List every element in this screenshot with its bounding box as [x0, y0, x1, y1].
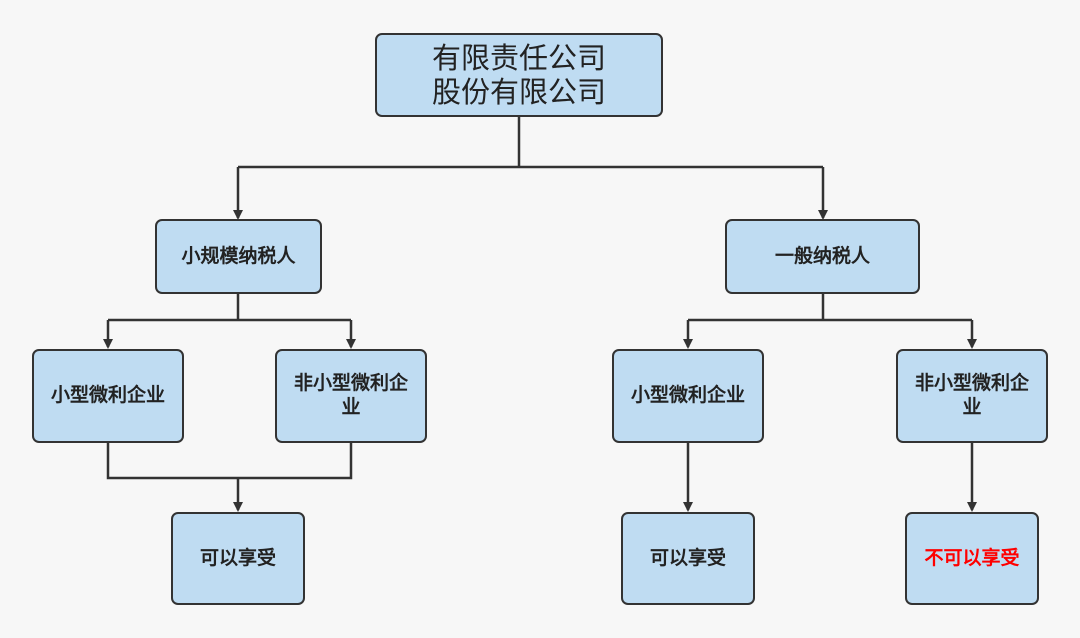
- right-non-small-micro-node: 非小型微利企业: [896, 349, 1048, 443]
- right-result-label: 可以享受: [649, 546, 726, 569]
- left-result-label: 可以享受: [199, 546, 276, 569]
- left-small-micro-node: 小型微利企业: [32, 349, 184, 443]
- company-type-node: 有限责任公司 股份有限公司: [375, 33, 663, 117]
- right-small-micro-label: 小型微利企业: [630, 384, 745, 407]
- connector-left-merge: [106, 443, 353, 480]
- right-non-result-label: 不可以享受: [924, 546, 1020, 569]
- right-result-node: 可以享受: [621, 512, 755, 605]
- right-small-micro-node: 小型微利企业: [612, 349, 764, 443]
- left-small-micro-label: 小型微利企业: [50, 384, 165, 407]
- company-type-line-2: 股份有限公司: [431, 75, 606, 109]
- general-taxpayer-label: 一般纳税人: [774, 244, 870, 267]
- small-taxpayer-label: 小规模纳税人: [181, 244, 296, 267]
- company-type-line-1: 有限责任公司: [431, 40, 606, 75]
- small-taxpayer-node: 小规模纳税人: [155, 219, 322, 294]
- right-non-small-micro-label: 非小型微利企业: [914, 372, 1029, 418]
- left-result-node: 可以享受: [171, 512, 305, 605]
- left-non-small-micro-label: 非小型微利企业: [293, 372, 408, 418]
- right-non-result-node: 不可以享受: [905, 512, 1039, 605]
- general-taxpayer-node: 一般纳税人: [725, 219, 920, 294]
- left-non-small-micro-node: 非小型微利企业: [275, 349, 427, 443]
